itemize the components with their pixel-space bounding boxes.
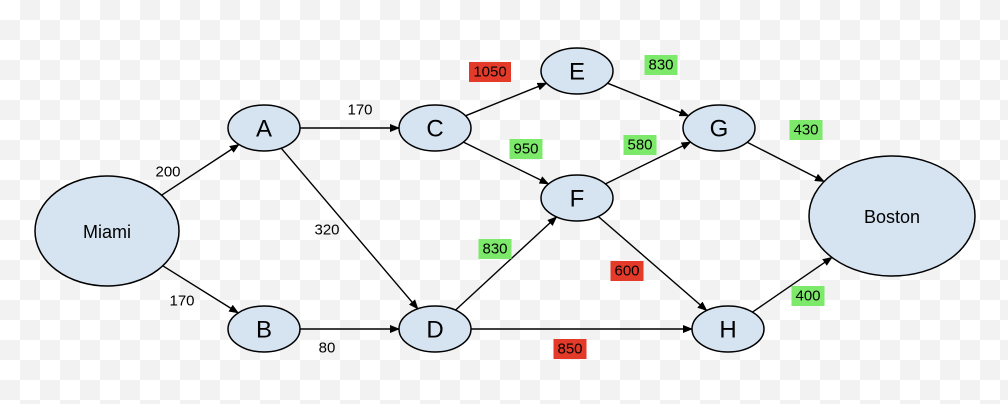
weight-highlight-red	[553, 339, 587, 359]
weight-label-miami-b: 170	[169, 293, 194, 310]
node-a: A	[227, 104, 301, 152]
node-b: B	[227, 305, 301, 353]
node-f: F	[540, 174, 614, 222]
weight-highlight-green	[789, 120, 823, 140]
node-label: G	[710, 116, 729, 143]
node-g: G	[682, 104, 756, 152]
weight-highlight-green	[644, 55, 678, 75]
node-label: B	[256, 317, 272, 344]
edge-arrow-c-e	[465, 82, 548, 117]
weight-label-d-h: 850	[553, 339, 587, 359]
weight-value: 580	[627, 137, 652, 154]
node-label: F	[570, 186, 585, 213]
weight-value: 400	[795, 288, 820, 305]
weight-labels-layer: 200 170 170 320 80 1050 950 830 850 830 580 600 430 4…	[155, 55, 825, 359]
weight-value: 950	[513, 141, 538, 158]
weight-label-miami-a: 200	[155, 164, 180, 181]
weight-label-f-g: 580	[623, 135, 657, 155]
edge-arrow-d-f	[455, 216, 558, 311]
node-label: E	[569, 59, 585, 86]
node-ellipse	[682, 104, 756, 152]
weight-highlight-red	[610, 261, 644, 281]
node-ellipse	[227, 104, 301, 152]
weight-value: 200	[155, 164, 180, 181]
weight-value: 830	[482, 241, 507, 258]
node-label: Miami	[83, 222, 131, 242]
node-ellipse	[540, 174, 614, 222]
node-miami: Miami	[34, 175, 180, 287]
weight-value: 80	[319, 340, 336, 357]
weight-value: 170	[347, 102, 372, 119]
weight-value: 850	[557, 341, 582, 358]
weight-label-d-f: 830	[478, 239, 512, 259]
node-label: Boston	[864, 207, 920, 227]
node-ellipse	[227, 305, 301, 353]
weight-highlight-green	[478, 239, 512, 259]
edge-arrow-c-f	[463, 141, 550, 185]
node-h: H	[691, 305, 765, 353]
node-ellipse	[808, 155, 976, 277]
weight-value: 600	[614, 263, 639, 280]
edge-arrow-h-boston	[752, 256, 833, 313]
node-ellipse	[398, 305, 472, 353]
weight-label-e-g: 830	[644, 55, 678, 75]
edge-arrow-g-boston	[746, 141, 825, 183]
weight-label-h-boston: 400	[791, 286, 825, 306]
weight-label-b-d: 80	[319, 340, 336, 357]
weight-value: 830	[648, 57, 673, 74]
weight-highlight-red	[469, 62, 511, 82]
node-c: C	[398, 104, 472, 152]
node-label: D	[426, 317, 443, 344]
weight-label-g-boston: 430	[789, 120, 823, 140]
weight-label-c-f: 950	[509, 139, 543, 159]
edge-arrow-f-h	[597, 215, 708, 312]
edge-arrow-a-d	[280, 147, 419, 310]
node-e: E	[540, 47, 614, 95]
weight-highlight-green	[509, 139, 543, 159]
weight-highlight-green	[623, 135, 657, 155]
edge-arrow-miami-b	[162, 265, 240, 314]
node-label: C	[426, 116, 443, 143]
weight-highlight-green	[791, 286, 825, 306]
edge-arrow-e-g	[607, 82, 690, 117]
node-d: D	[398, 305, 472, 353]
edge-arrow-miami-a	[161, 143, 240, 196]
weight-value: 1050	[473, 64, 506, 81]
node-boston: Boston	[808, 155, 976, 277]
weight-value: 320	[314, 222, 339, 239]
weight-label-c-e: 1050	[469, 62, 511, 82]
weight-label-a-d: 320	[314, 222, 339, 239]
node-ellipse	[540, 47, 614, 95]
weight-label-a-c: 170	[347, 102, 372, 119]
node-ellipse	[398, 104, 472, 152]
edges-layer	[161, 82, 833, 333]
nodes-layer: Miami A B C D E F G H Boston	[34, 47, 976, 353]
node-ellipse	[691, 305, 765, 353]
edge-arrow-f-g	[605, 141, 692, 185]
weight-value: 430	[793, 122, 818, 139]
weight-label-f-h: 600	[610, 261, 644, 281]
node-ellipse	[34, 175, 180, 287]
weight-value: 170	[169, 293, 194, 310]
node-label: H	[719, 317, 736, 344]
node-label: A	[256, 116, 272, 143]
